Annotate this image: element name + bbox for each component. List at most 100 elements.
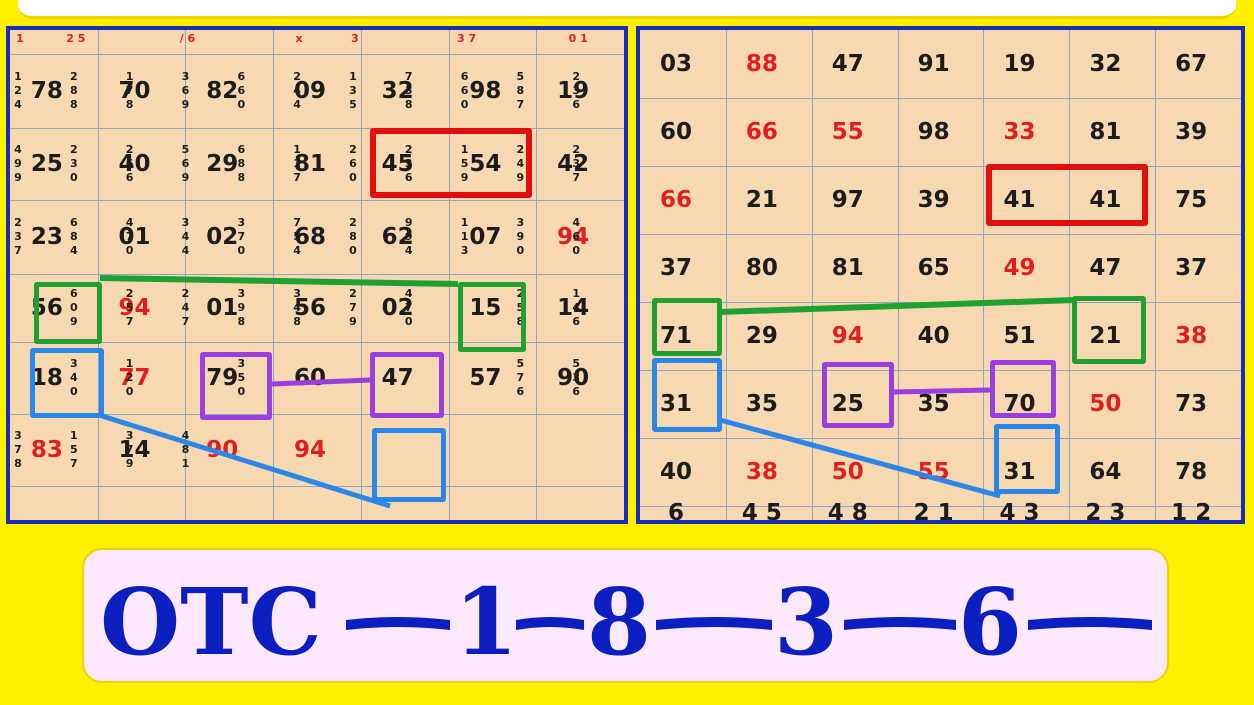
chart-number: 98: [469, 78, 502, 104]
chart-top-digits: / 6: [179, 32, 196, 45]
chart-number: 82: [206, 78, 239, 104]
chart-side-digits: 2 5 7: [125, 287, 134, 328]
footer-connectors: [346, 617, 1152, 630]
chart-number: 56: [293, 295, 326, 321]
chart-side-digits: 3 5 0: [237, 357, 246, 398]
chart-number: 47: [381, 365, 414, 391]
chart-number: 98: [917, 119, 950, 145]
highlight-box-blue: [30, 348, 104, 418]
chart-number: 02: [381, 295, 414, 321]
chart-side-digits: 2 8 0: [349, 216, 357, 257]
chart-number: 45: [381, 151, 414, 177]
chart-number: 39: [917, 187, 950, 213]
chart-top-digits: 3: [351, 32, 359, 45]
footer-dash: [516, 617, 584, 630]
chart-side-digits: 9 9 4: [404, 216, 413, 257]
chart-top-digits: 2 5: [66, 32, 86, 45]
chart-number: 29: [745, 323, 778, 349]
chart-number: 47: [831, 51, 864, 77]
chart-side-digits: 6 0 9: [69, 287, 78, 328]
chart-number: 19: [1003, 51, 1036, 77]
chart-number: 57: [469, 365, 502, 391]
footer-dash: [1028, 617, 1152, 630]
chart-number: 81: [293, 151, 326, 177]
chart-number: 71: [660, 323, 693, 349]
grid-column-line: [273, 30, 275, 520]
footer-dash: [656, 617, 772, 630]
chart-number: 38: [1175, 323, 1208, 349]
chart-side-digits: 4 6 0: [572, 216, 580, 257]
chart-number: 78: [30, 78, 63, 104]
highlight-box-blue: [372, 428, 446, 502]
chart-number: 80: [745, 255, 778, 281]
chart-number: 97: [831, 187, 864, 213]
grid-column-line: [811, 30, 813, 520]
chart-number: 35: [745, 391, 778, 417]
chart-side-digits: 6 6 0: [460, 70, 469, 111]
footer-number-2: 8: [587, 568, 651, 676]
chart-side-digits: 3 9 0: [516, 216, 525, 257]
chart-number: 75: [1175, 187, 1208, 213]
chart-number: 88: [745, 51, 778, 77]
chart-number: 07: [469, 224, 502, 250]
footer-otc-label: OTC: [100, 568, 322, 676]
footer-number-4: 6: [958, 568, 1022, 676]
highlight-box-purple: [200, 352, 272, 420]
chart-side-digits: 3 7 0: [237, 216, 246, 257]
chart-number: 62: [381, 224, 414, 250]
chart-number: 18: [30, 365, 63, 391]
chart-number: 65: [917, 255, 950, 281]
highlight-box-purple: [990, 360, 1056, 418]
chart-number: 25: [30, 151, 63, 177]
highlight-box-purple: [822, 362, 894, 428]
chart-number: 37: [1175, 255, 1208, 281]
chart-number: 60: [293, 365, 326, 391]
footer-number-1: 1: [454, 568, 518, 676]
chart-number: 02: [206, 224, 239, 250]
chart-side-digits: 2 4 7: [181, 287, 190, 328]
chart-number: 55: [831, 119, 864, 145]
chart-side-digits: 3 6 9: [181, 70, 190, 111]
chart-number: 39: [1175, 119, 1208, 145]
chart-side-digits: 3 9 8: [237, 287, 246, 328]
chart-side-digits: 3 7 8: [14, 429, 22, 470]
highlight-box-green: [458, 282, 526, 352]
highlight-box-red: [370, 128, 532, 198]
grid-column-line: [185, 30, 187, 520]
chart-top-digits: 3 7: [456, 32, 477, 45]
grid-column-line: [536, 30, 538, 520]
chart-side-digits: 5 3 6: [572, 357, 580, 398]
highlight-box-red: [986, 164, 1148, 226]
footer-dash: [844, 617, 956, 630]
chart-side-digits: 2 5 8: [516, 287, 525, 328]
chart-number: 40: [118, 151, 151, 177]
chart-number: 2 1: [913, 500, 954, 524]
chart-number: 03: [660, 51, 693, 77]
chart-number: 81: [831, 255, 864, 281]
chart-number: 35: [917, 391, 950, 417]
chart-number: 47: [1089, 255, 1122, 281]
chart-number: 33: [1003, 119, 1036, 145]
chart-number: 50: [831, 459, 864, 485]
chart-side-digits: 4 7 0: [404, 287, 413, 328]
chart-side-digits: 6 8 8: [237, 143, 246, 184]
chart-number: 94: [557, 224, 590, 250]
chart-side-digits: 2 3 6: [404, 143, 413, 184]
chart-side-digits: 5 7 6: [516, 357, 525, 398]
highlight-box-purple: [370, 352, 444, 418]
chart-number: 94: [118, 295, 151, 321]
chart-number: 01: [118, 224, 151, 250]
chart-side-digits: 2 3 6: [572, 70, 580, 111]
chart-side-digits: 7 3 8: [404, 70, 413, 111]
chart-number: 67: [1175, 51, 1208, 77]
chart-side-digits: 7 5 4: [293, 216, 301, 257]
chart-side-digits: 1 3 5: [349, 70, 357, 111]
